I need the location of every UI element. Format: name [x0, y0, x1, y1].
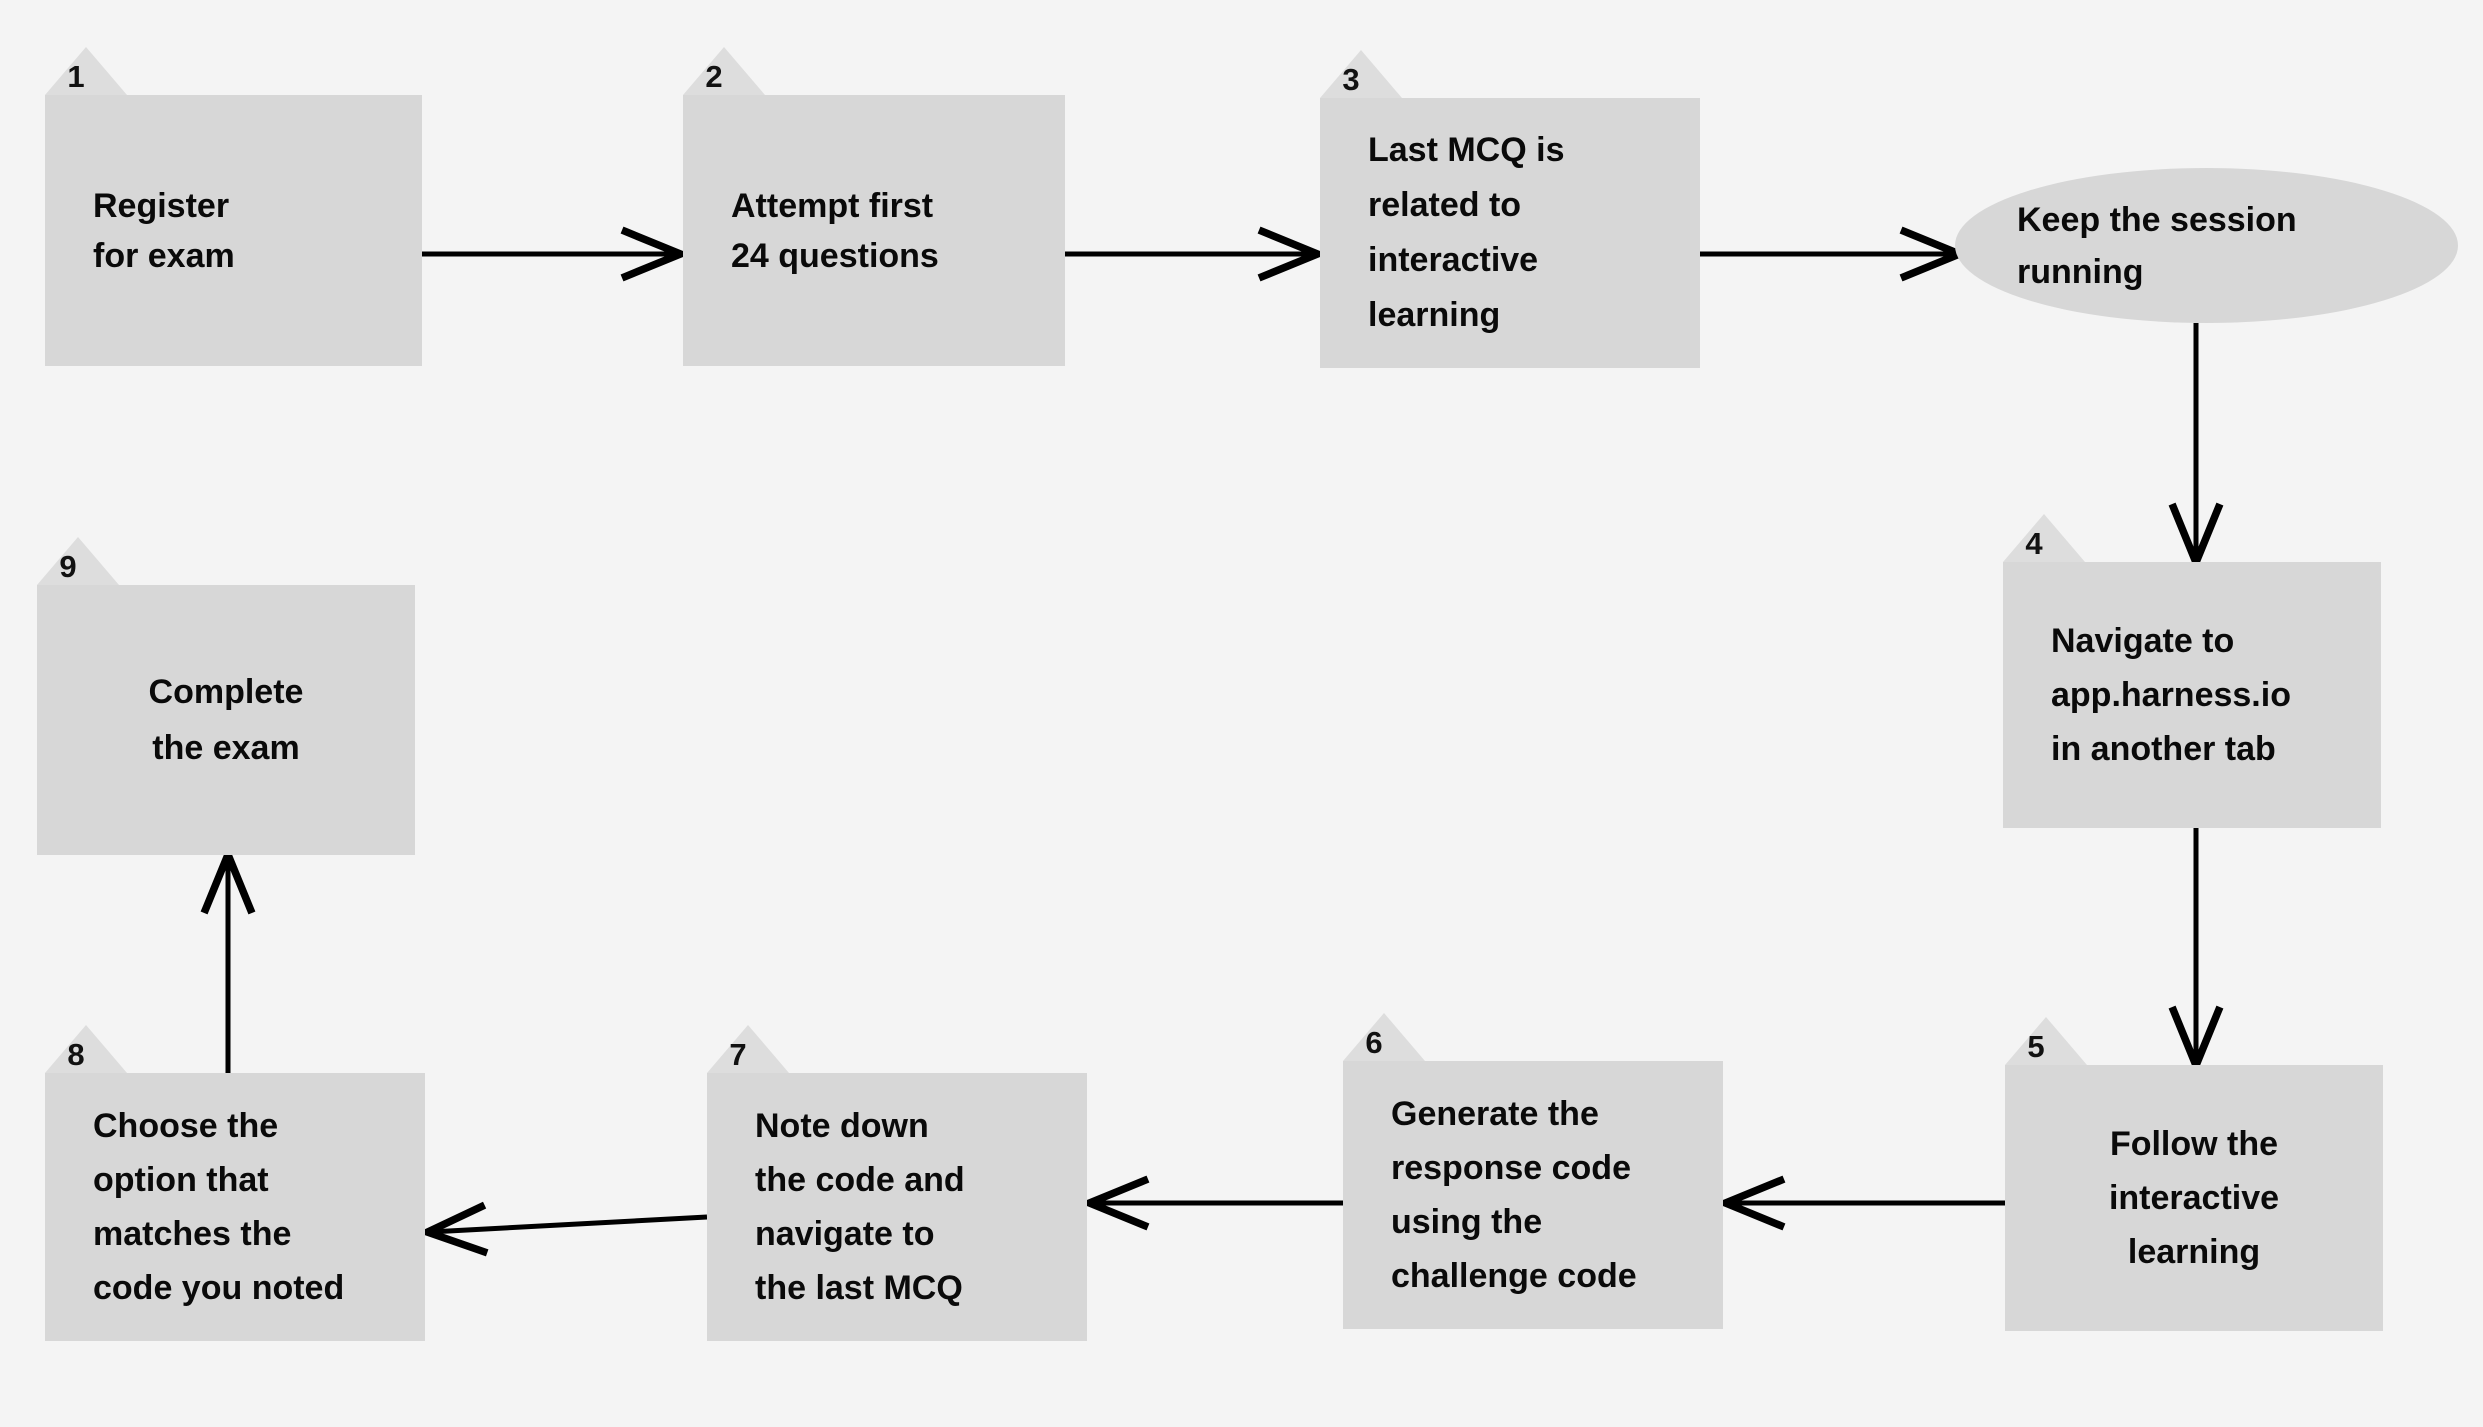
triangle-icon — [45, 47, 127, 95]
node-last-mcq-interactive-learning[interactable]: Last MCQ is related to interactive learn… — [1320, 98, 1700, 368]
node-choose-the-option[interactable]: Choose the option that matches the code … — [45, 1073, 425, 1341]
triangle-icon — [707, 1025, 789, 1073]
triangle-icon — [1320, 50, 1402, 98]
node-label: Keep the session running — [2017, 200, 2297, 291]
node-register-for-exam[interactable]: Register for exam — [45, 95, 422, 366]
node-keep-the-session-running[interactable]: Keep the session running — [1955, 168, 2458, 323]
node-label: Generate the response code using the cha… — [1391, 1095, 1637, 1295]
badge-number: 6 — [1365, 1025, 1383, 1060]
node-attempt-first-24-questions[interactable]: Attempt first 24 questions — [683, 95, 1065, 366]
badge-number: 4 — [2025, 526, 2043, 561]
badge-number: 9 — [59, 549, 77, 584]
node-label: Navigate to app.harness.io in another ta… — [2051, 622, 2291, 768]
triangle-icon — [45, 1025, 127, 1073]
node-label: Follow the interactive learning — [2108, 1125, 2280, 1271]
badge-number: 1 — [67, 59, 85, 94]
badge-number: 2 — [705, 59, 723, 94]
node-label: Note down the code and navigate to the l… — [755, 1107, 965, 1307]
node-label: Complete the exam — [148, 673, 304, 767]
node-follow-the-interactive-learning[interactable]: Follow the interactive learning — [2005, 1065, 2383, 1331]
node-complete-the-exam[interactable]: Complete the exam — [37, 585, 415, 855]
node-generate-response-code[interactable]: Generate the response code using the cha… — [1343, 1061, 1723, 1329]
edge-note-down-to-choose — [417, 1201, 708, 1257]
badge-number: 5 — [2027, 1029, 2045, 1064]
badge-number: 7 — [729, 1037, 747, 1072]
triangle-icon — [1343, 1013, 1425, 1061]
triangle-icon — [2003, 514, 2085, 562]
node-navigate-to-app-harness-io[interactable]: Navigate to app.harness.io in another ta… — [2003, 562, 2381, 828]
triangle-icon — [2005, 1017, 2087, 1065]
badge-number: 3 — [1342, 62, 1360, 97]
badge-number: 8 — [67, 1037, 85, 1072]
triangle-icon — [683, 47, 765, 95]
triangle-icon — [37, 537, 119, 585]
node-label: Choose the option that matches the code … — [93, 1107, 345, 1307]
node-label: Attempt first 24 questions — [731, 186, 939, 275]
node-label: Last MCQ is related to interactive learn… — [1368, 131, 1565, 334]
node-note-down-the-code[interactable]: Note down the code and navigate to the l… — [707, 1073, 1087, 1341]
node-label: Register for exam — [93, 186, 235, 275]
